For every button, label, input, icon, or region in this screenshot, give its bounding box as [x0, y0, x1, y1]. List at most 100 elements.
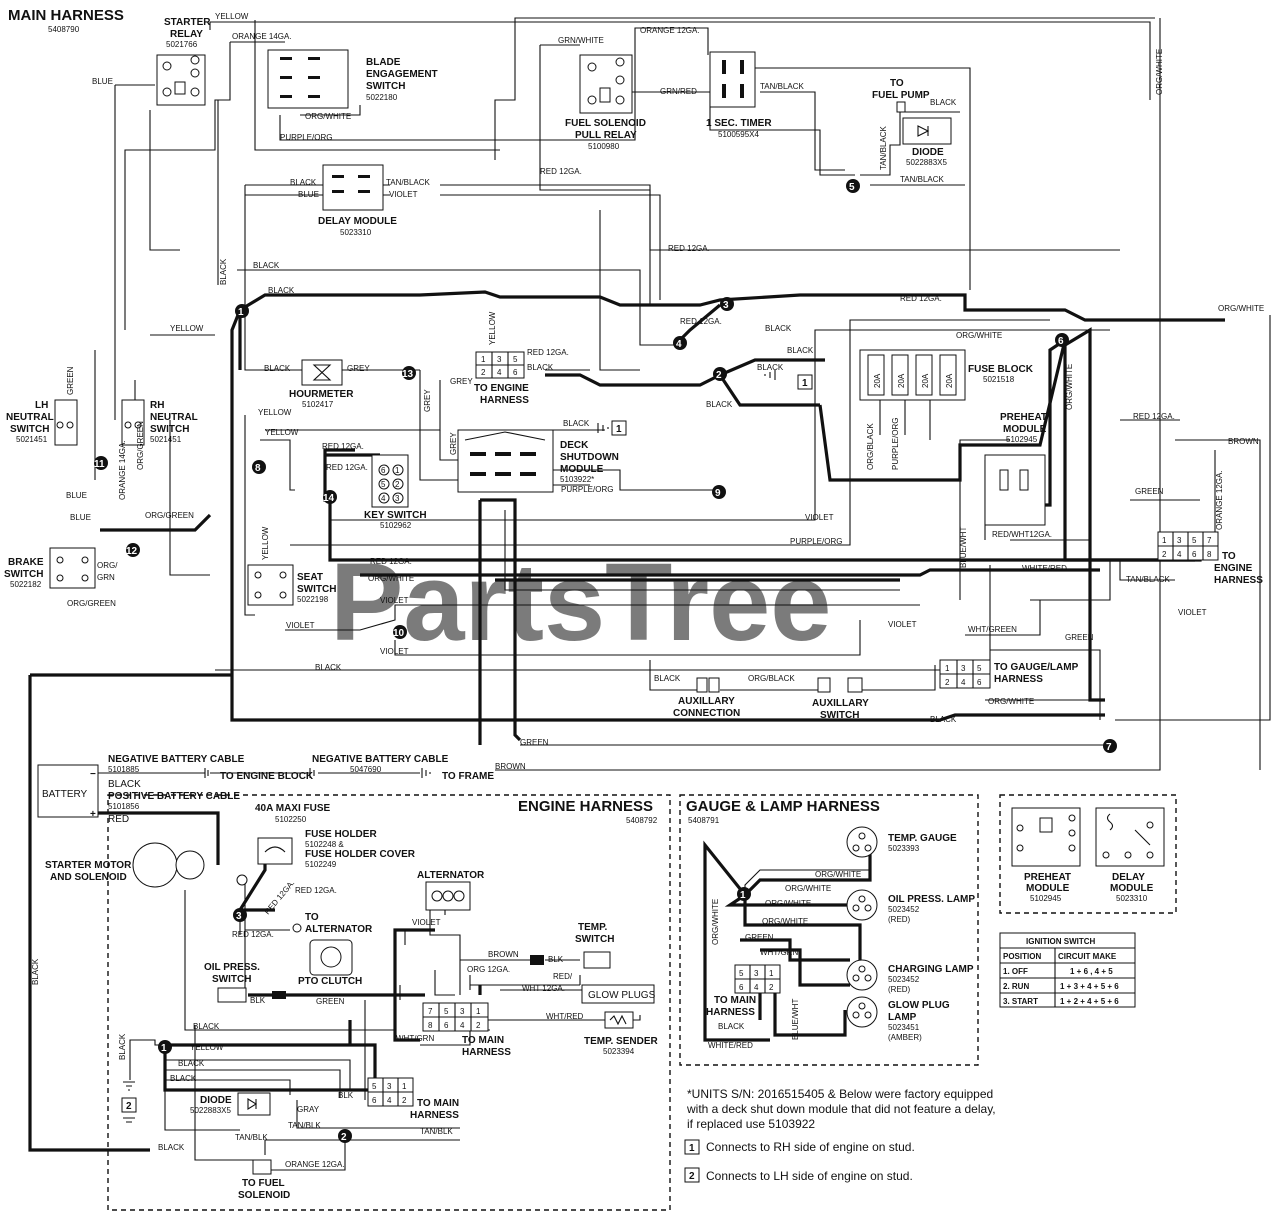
svg-text:(AMBER): (AMBER) [888, 1033, 922, 1042]
auxiliary-connection: AUXILLARY CONNECTION [673, 677, 740, 719]
svg-text:5: 5 [739, 969, 744, 978]
alternator: ALTERNATOR [417, 870, 485, 911]
svg-text:3: 3 [236, 911, 242, 922]
svg-text:1: 1 [476, 1007, 481, 1016]
svg-text:VIOLET: VIOLET [805, 513, 834, 522]
svg-text:GREEN: GREEN [745, 933, 774, 942]
fuel-solenoid-connector: TO FUEL SOLENOID [238, 1159, 290, 1201]
svg-text:TEMP. GAUGE: TEMP. GAUGE [888, 833, 957, 844]
svg-text:GRN/WHITE: GRN/WHITE [558, 36, 604, 45]
svg-text:SWITCH: SWITCH [212, 974, 251, 985]
svg-text:DELAY: DELAY [1112, 872, 1145, 883]
svg-text:ORG/WHITE: ORG/WHITE [1155, 49, 1164, 95]
svg-text:BLACK: BLACK [718, 1022, 745, 1031]
svg-text:Connects to LH side of engine: Connects to LH side of engine on stud. [706, 1169, 913, 1183]
svg-text:40A MAXI FUSE: 40A MAXI FUSE [255, 803, 331, 814]
svg-text:TEMP. SENDER: TEMP. SENDER [584, 1036, 658, 1047]
svg-text:BRAKE: BRAKE [8, 557, 44, 568]
svg-text:(RED): (RED) [888, 985, 911, 994]
svg-text:5021451: 5021451 [16, 435, 48, 444]
maxi-fuse: 40A MAXI FUSE 5102250 [255, 803, 331, 824]
svg-text:BLUE/WHT: BLUE/WHT [791, 999, 800, 1040]
svg-text:4: 4 [497, 368, 502, 377]
svg-text:5408791: 5408791 [688, 816, 720, 825]
svg-text:TO: TO [305, 912, 319, 923]
svg-text:BLK: BLK [250, 996, 266, 1005]
node-1: 1 [235, 304, 249, 318]
svg-text:LH: LH [35, 400, 48, 411]
svg-text:TO GAUGE/LAMP: TO GAUGE/LAMP [994, 662, 1079, 673]
svg-text:BLACK: BLACK [290, 178, 317, 187]
svg-text:BLACK: BLACK [219, 258, 228, 285]
svg-text:BLUE: BLUE [66, 491, 87, 500]
svg-text:WHT/GRN: WHT/GRN [760, 948, 798, 957]
svg-text:FUEL PUMP: FUEL PUMP [872, 90, 930, 101]
svg-text:DIODE: DIODE [200, 1095, 232, 1106]
svg-text:1 + 3 + 4 + 5 + 6: 1 + 3 + 4 + 5 + 6 [1060, 982, 1119, 991]
svg-text:4: 4 [1177, 550, 1182, 559]
deck-shutdown-module: DECK SHUTDOWN MODULE 5103922* [457, 429, 619, 493]
auxiliary-switch: AUXILLARY SWITCH [812, 677, 869, 721]
svg-text:20A: 20A [921, 373, 930, 388]
svg-text:HARNESS: HARNESS [462, 1047, 511, 1058]
svg-text:POSITIVE BATTERY CABLE: POSITIVE BATTERY CABLE [108, 791, 240, 802]
svg-text:5021518: 5021518 [983, 375, 1015, 384]
delay-module: DELAY MODULE 5023310 [318, 164, 397, 237]
svg-text:5022180: 5022180 [366, 93, 398, 102]
svg-text:2: 2 [769, 983, 774, 992]
node-14: 14 [323, 490, 337, 504]
svg-text:RED 12GA.: RED 12GA. [232, 930, 274, 939]
svg-text:GREEN: GREEN [66, 366, 75, 395]
svg-text:TAN/BLK: TAN/BLK [420, 1127, 453, 1136]
svg-text:SWITCH: SWITCH [150, 424, 189, 435]
svg-text:5100980: 5100980 [588, 142, 620, 151]
svg-text:TO FRAME: TO FRAME [442, 771, 494, 782]
svg-text:ORANGE 14GA.: ORANGE 14GA. [118, 440, 127, 500]
svg-text:TO MAIN: TO MAIN [462, 1035, 504, 1046]
svg-text:AUXILLARY: AUXILLARY [678, 696, 735, 707]
svg-text:RED 12GA.: RED 12GA. [540, 167, 582, 176]
pto-clutch: PTO CLUTCH [298, 939, 362, 987]
svg-text:5102417: 5102417 [302, 400, 334, 409]
svg-text:BLACK: BLACK [158, 1143, 185, 1152]
svg-text:3: 3 [1177, 536, 1182, 545]
svg-text:BATTERY: BATTERY [42, 789, 88, 800]
svg-text:TO: TO [890, 78, 904, 89]
node-5: 5 [846, 179, 860, 193]
svg-text:ORG/WHITE: ORG/WHITE [765, 899, 811, 908]
svg-text:AND SOLENOID: AND SOLENOID [50, 872, 127, 883]
svg-text:4: 4 [460, 1021, 465, 1030]
svg-text:20A: 20A [945, 373, 954, 388]
svg-text:1: 1 [689, 1143, 695, 1154]
svg-text:2: 2 [476, 1021, 481, 1030]
svg-text:SOLENOID: SOLENOID [238, 1190, 290, 1201]
svg-text:BLADE: BLADE [366, 57, 401, 68]
svg-text:5100595X4: 5100595X4 [718, 130, 759, 139]
svg-text:2: 2 [341, 1132, 347, 1143]
svg-text:VIOLET: VIOLET [380, 596, 409, 605]
svg-text:GREEN: GREEN [520, 738, 549, 747]
svg-text:BROWN: BROWN [495, 762, 526, 771]
engine-node-1: 1 [158, 1040, 172, 1054]
svg-text:1: 1 [481, 355, 486, 364]
svg-text:TO FUEL: TO FUEL [242, 1178, 285, 1189]
svg-text:NEUTRAL: NEUTRAL [6, 412, 54, 423]
svg-text:BLACK: BLACK [654, 674, 681, 683]
svg-text:YELLOW: YELLOW [261, 526, 270, 560]
preheat-module: PREHEAT MODULE 5102945 [984, 412, 1047, 526]
svg-text:SWITCH: SWITCH [366, 81, 405, 92]
svg-text:HARNESS: HARNESS [1214, 575, 1263, 586]
svg-text:2: 2 [716, 370, 722, 381]
svg-text:1: 1 [802, 378, 808, 389]
svg-text:RED 12GA.: RED 12GA. [1133, 412, 1175, 421]
svg-text:1: 1 [238, 307, 244, 318]
legend-preheat-module: PREHEAT MODULE 5102945 [1011, 807, 1081, 903]
fuse-block: 20A 20A 20A 20A FUSE BLOCK 5021518 [859, 349, 1034, 401]
svg-text:GREEN: GREEN [1135, 487, 1164, 496]
glow-plugs: GLOW PLUGS [581, 984, 656, 1004]
node-3: 3 [720, 297, 734, 311]
svg-text:ENGAGEMENT: ENGAGEMENT [366, 69, 438, 80]
svg-text:ORG/WHITE: ORG/WHITE [988, 697, 1034, 706]
svg-text:RED 12GA.: RED 12GA. [295, 886, 337, 895]
